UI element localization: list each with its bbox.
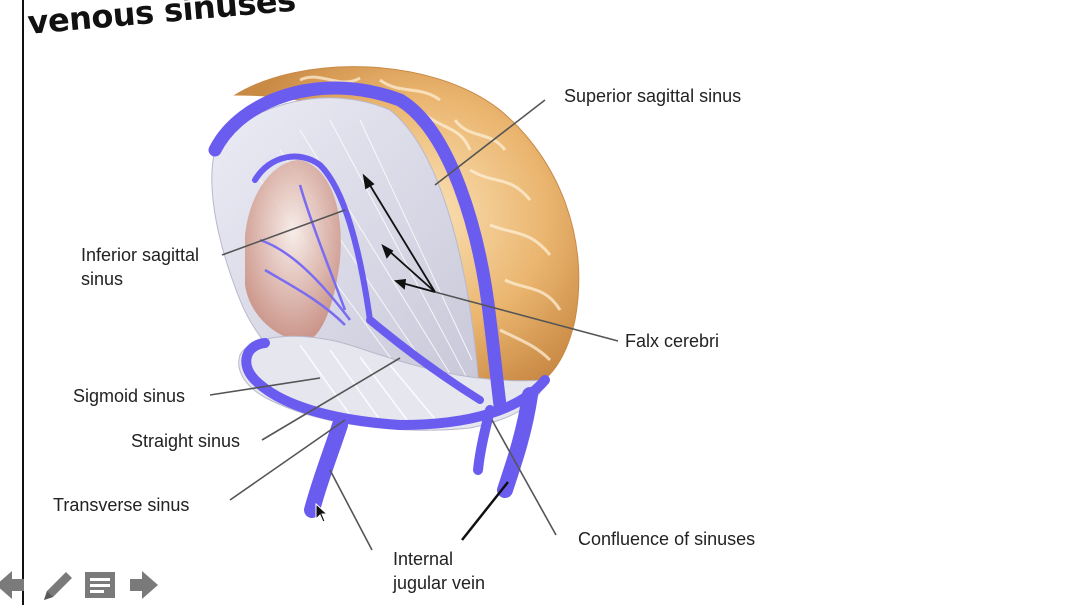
arrow-right-icon [130, 571, 158, 599]
label-sigmoid-sinus: Sigmoid sinus [73, 386, 186, 406]
superior-sagittal-sinus [208, 81, 507, 412]
label-internal-jugular-line1: Internal [393, 549, 454, 569]
mouse-cursor-icon [315, 503, 329, 523]
straight-sinus [366, 316, 484, 404]
label-transverse-sinus: Transverse sinus [53, 495, 190, 515]
cerebral-veins [259, 184, 351, 326]
leader-falx [434, 291, 619, 342]
leader-transverse [229, 419, 346, 501]
label-confluence-of-sinuses: Confluence of sinuses [578, 529, 756, 549]
leader-confluence [491, 419, 557, 536]
pen-tool-button[interactable] [38, 566, 74, 604]
notes-icon [85, 572, 115, 598]
inferior-sagittal-sinus [252, 153, 373, 323]
label-straight-sinus: Straight sinus [131, 431, 241, 451]
label-inferior-sagittal-line2: sinus [81, 269, 124, 289]
slide-notes-button[interactable] [82, 566, 118, 604]
label-internal-jugular-vein: Internal jugular vein [393, 547, 485, 595]
left-internal-jugular-vein [304, 417, 348, 518]
arrow-left-icon [0, 571, 24, 599]
previous-slide-button[interactable] [0, 566, 28, 604]
leader-jugular-left [329, 469, 373, 551]
confluence-vessel [473, 405, 495, 475]
right-internal-jugular-vein [497, 387, 538, 498]
gyri-texture [299, 75, 562, 362]
label-falx-cerebri: Falx cerebri [625, 331, 720, 351]
pencil-icon [44, 572, 72, 600]
leader-straight [261, 357, 401, 441]
slideshow-toolbar [0, 566, 170, 606]
slide-left-border [22, 0, 24, 605]
leader-jugular-right [461, 481, 509, 541]
label-internal-jugular-line2: jugular vein [393, 573, 486, 593]
leader-superior-sagittal [434, 99, 546, 186]
leader-sigmoid [209, 377, 321, 396]
leader-inferior-sagittal [221, 209, 346, 256]
label-inferior-sagittal-line1: Inferior sagittal [81, 245, 200, 265]
label-superior-sagittal-sinus: Superior sagittal sinus [564, 86, 742, 106]
falx-arrows [362, 173, 436, 293]
leader-lines [209, 99, 619, 551]
next-slide-button[interactable] [126, 566, 162, 604]
medial-cavity [245, 160, 341, 341]
label-inferior-sagittal-sinus: Inferior sagittal sinus [81, 243, 199, 291]
